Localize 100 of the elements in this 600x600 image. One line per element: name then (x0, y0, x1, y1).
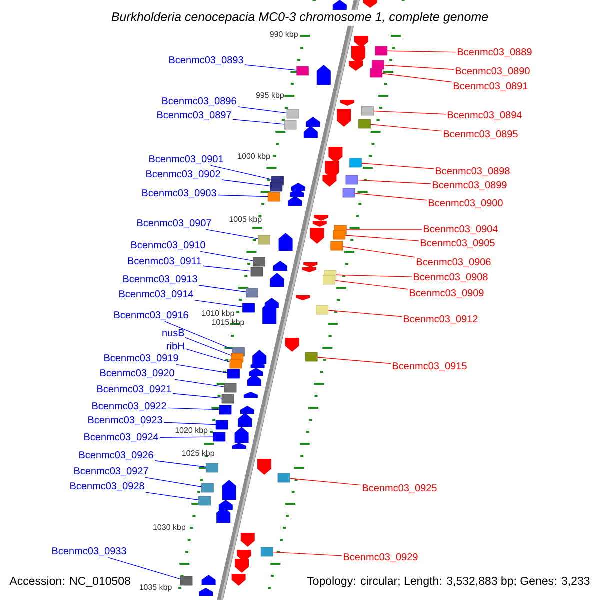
gene-block (180, 576, 193, 586)
leader-line (176, 364, 228, 374)
leader-line (342, 246, 416, 258)
leader-line (200, 251, 254, 262)
leader-line (244, 64, 297, 71)
gene-block (253, 257, 266, 267)
summary-text: Topology: circular; Length: 3,532,883 bp; Genes: 3,233 (306, 575, 592, 589)
leader-line (222, 180, 271, 187)
gene-block (286, 109, 300, 119)
gene-label: Bcenmc03_0920 (100, 370, 174, 378)
gene-block (323, 275, 336, 285)
leader-line (317, 357, 392, 364)
gene-block (330, 241, 344, 251)
gene-block (358, 119, 371, 129)
gene-block (346, 175, 358, 185)
scale-label: 1035 kbp (140, 584, 172, 592)
scale-label: 1020 kbp (176, 427, 208, 435)
gene-label: Bcenmc03_0895 (444, 130, 518, 140)
gene-label: Bcenmc03_0928 (70, 482, 144, 492)
leader-line (206, 229, 258, 240)
leader-line (210, 165, 272, 180)
leader-line (272, 552, 342, 556)
gene-label: Bcenmc03_0907 (138, 220, 212, 228)
gene-label: Bcenmc03_0898 (436, 168, 510, 176)
gene-block (228, 369, 240, 379)
gene-label: Bcenmc03_0915 (393, 362, 467, 372)
leader-line (335, 280, 408, 290)
gene-label: Bcenmc03_0910 (132, 242, 206, 250)
leader-line (202, 266, 252, 272)
gene-label: Bcenmc03_0899 (433, 182, 507, 190)
gene-label: Bcenmc03_0927 (74, 468, 148, 476)
scale-label: 1025 kbp (182, 450, 214, 458)
gene-label: Bcenmc03_0901 (150, 156, 224, 164)
gene-block (268, 192, 280, 202)
gene-label: Bcenmc03_0891 (454, 82, 528, 92)
gene-block (278, 473, 290, 483)
leader-line (174, 379, 225, 388)
leader-line (218, 194, 268, 198)
leader-line (384, 65, 454, 70)
leader-line (164, 422, 216, 426)
leader-line (146, 492, 199, 500)
leader-line (168, 408, 220, 410)
gene-label: Bcenmc03_0924 (84, 434, 158, 442)
leader-line (108, 557, 181, 580)
gene-label: Bcenmc03_0922 (92, 402, 166, 412)
scale-label: 1000 kbp (238, 153, 270, 161)
gene-label: Bcenmc03_0929 (344, 554, 418, 562)
gene-block (372, 60, 384, 70)
gene-block (375, 46, 388, 56)
leader-line (154, 460, 206, 468)
gene-block (198, 496, 211, 506)
leader-line (194, 300, 243, 308)
gene-block (333, 230, 346, 240)
accession-text: Accession: NC_010508 (8, 575, 132, 589)
gene-block (250, 267, 264, 277)
gene-label: Bcenmc03_0919 (104, 354, 178, 364)
gene-label: Bcenmc03_0921 (98, 386, 172, 394)
gene-label: nusB (162, 330, 184, 336)
gene-block (202, 483, 214, 493)
leader-line (328, 310, 402, 318)
gene-label: Bcenmc03_0925 (363, 484, 437, 494)
leader-line (172, 393, 222, 399)
title: Burkholderia cenocepacia MC0-3 chromosome 1, complete genome (109, 10, 491, 26)
gene-block (219, 405, 232, 415)
gene-label: Bcenmc03_0914 (120, 290, 194, 300)
gene-block (230, 359, 242, 369)
leader-line (145, 477, 202, 488)
gene-block (206, 463, 218, 473)
gene-block (316, 305, 328, 315)
gene-label: Bcenmc03_0890 (456, 68, 530, 76)
gene-block (246, 288, 258, 298)
leader-line (370, 124, 442, 132)
gene-block (260, 547, 274, 557)
gene-block (224, 383, 237, 393)
gene-label: ribH (167, 342, 184, 350)
leader-line (358, 180, 432, 184)
scale-label: 990 kbp (270, 31, 298, 39)
gene-label: Bcenmc03_0894 (448, 112, 522, 120)
gene-block (350, 158, 362, 168)
gene-label: Bcenmc03_0909 (410, 290, 484, 298)
gene-block (242, 303, 255, 313)
gene-label: Bcenmc03_0908 (414, 274, 488, 282)
leader-line (345, 235, 420, 242)
scale-label: 1005 kbp (230, 216, 262, 224)
gene-block (342, 188, 356, 198)
scale-label: 995 kbp (256, 92, 284, 100)
gene-label: Bcenmc03_0906 (417, 258, 491, 268)
gene-block (213, 432, 226, 442)
gene-label: Bcenmc03_0896 (162, 98, 236, 106)
leader-line (374, 110, 446, 115)
leader-line (198, 285, 246, 292)
gene-block (305, 352, 318, 362)
gene-block (270, 182, 283, 192)
gene-label: Bcenmc03_0912 (404, 316, 478, 324)
leader-line (185, 337, 232, 356)
gene-label: Bcenmc03_0926 (80, 452, 154, 460)
leader-line (164, 321, 233, 350)
gene-label: Bcenmc03_0900 (429, 200, 503, 208)
gene-label: Bcenmc03_0889 (458, 48, 532, 58)
gene-label: Bcenmc03_0902 (146, 170, 220, 180)
